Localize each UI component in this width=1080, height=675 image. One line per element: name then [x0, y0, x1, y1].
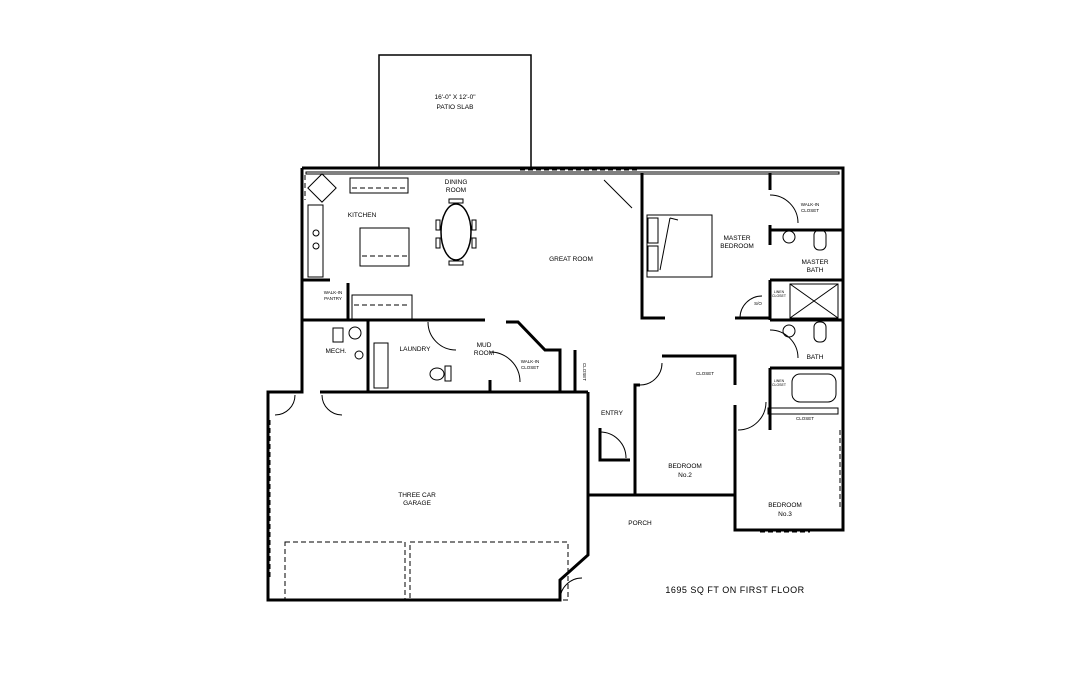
dining-room-label-2: ROOM [446, 187, 466, 194]
bedroom2-closet-label: CLOSET [696, 371, 714, 376]
porch-label: PORCH [628, 520, 652, 527]
mud-room-label-2: ROOM [474, 350, 494, 357]
mud-room-label: MUD [477, 342, 492, 349]
linen-closet-1-label-2: CLOSET [772, 294, 787, 298]
linen-closet-2-label: LINEN [774, 379, 785, 383]
patio-dimensions: 16'-0" X 12'-0" [434, 94, 476, 101]
area-note: 1695 SQ FT ON FIRST FLOOR [665, 585, 804, 595]
garage-label-2: GARAGE [403, 500, 431, 507]
pantry-label-2: PANTRY [324, 296, 342, 301]
bedroom3-closet-label: CLOSET [796, 416, 814, 421]
laundry-label: LAUNDRY [400, 346, 432, 353]
bedroom3-label: BEDROOM [768, 502, 802, 509]
patio-slab [378, 54, 532, 169]
patio-label: 16'-0" X 12'-0" PATIO SLAB [434, 94, 476, 111]
mech-label: MECH. [326, 348, 347, 355]
walkin-closet-label-2: CLOSET [521, 365, 539, 370]
pantry-label: WALK-IN [324, 290, 343, 295]
master-bath-label-2: BATH [807, 267, 824, 274]
linen-closet-1-label: LINEN [774, 290, 785, 294]
patio-name: PATIO SLAB [437, 104, 474, 111]
linen-closet-2-label-2: CLOSET [772, 383, 787, 387]
kitchen-label: KITCHEN [348, 212, 377, 219]
interior-walls [302, 173, 843, 530]
garage-doors [269, 420, 569, 601]
shower-opening-label: S/O [754, 301, 762, 306]
master-closet-label: WALK-IN [801, 202, 820, 207]
door-swings [274, 179, 799, 601]
master-bedroom-label: MASTER [723, 235, 750, 242]
dining-room-label: DINING [445, 179, 468, 186]
entry-closet-label: CLOSET [582, 363, 587, 381]
entry-label: ENTRY [601, 410, 624, 417]
dining-table [435, 198, 477, 266]
bedroom2-label: BEDROOM [668, 463, 702, 470]
master-closet-label-2: CLOSET [801, 208, 819, 213]
bath-label: BATH [807, 354, 824, 361]
bedroom2-label-2: No.2 [678, 472, 692, 479]
master-bath-label: MASTER [801, 259, 828, 266]
exterior-walls [266, 166, 845, 602]
bedroom3-label-2: No.3 [778, 511, 792, 518]
master-bedroom-label-2: BEDROOM [720, 243, 754, 250]
garage-label: THREE CAR [398, 492, 436, 499]
great-room-label: GREAT ROOM [549, 256, 593, 263]
walkin-closet-label: WALK-IN [521, 359, 540, 364]
